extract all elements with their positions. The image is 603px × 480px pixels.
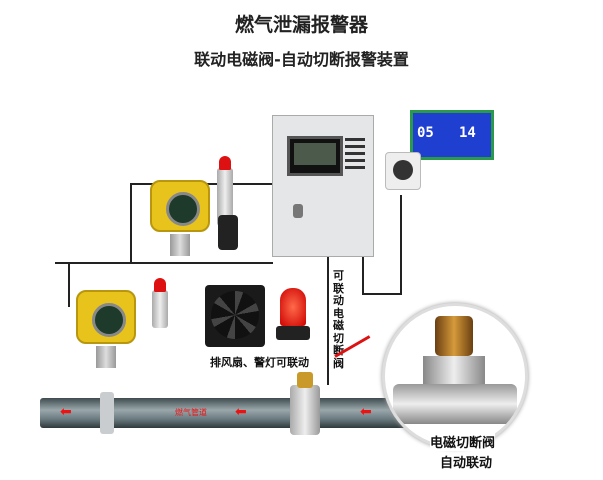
pipe-valve (100, 392, 114, 434)
sound-light-alarm (152, 278, 168, 328)
warning-light-icon (280, 288, 306, 326)
sound-light-alarm (217, 156, 233, 226)
valve-closeup (382, 303, 528, 449)
remote-control-icon (218, 215, 238, 250)
power-cable (362, 293, 402, 295)
lcd-right-value: 14 (459, 125, 476, 141)
power-cable (400, 195, 402, 295)
valve-coil (297, 372, 313, 388)
valve-caption-line2: 自动联动 (440, 456, 493, 471)
flow-arrow-icon: ⬅ (235, 404, 247, 420)
wire (130, 183, 132, 263)
fan-light-label: 排风扇、警灯可联动 (210, 356, 309, 369)
wire (68, 262, 70, 307)
subtitle: 联动电磁阀-自动切断报警装置 (194, 50, 409, 69)
key-icon (293, 204, 303, 218)
alarm-controller (272, 115, 374, 257)
title: 燃气泄漏报警器 (234, 14, 368, 36)
flow-arrow-icon: ⬅ (360, 404, 372, 420)
solenoid-valve (290, 385, 320, 435)
gas-detector (150, 180, 210, 256)
valve-caption-line1: 电磁切断阀 (430, 432, 496, 451)
lcd-left-value: 05 (417, 125, 434, 141)
wire (327, 255, 329, 385)
flow-arrow-icon: ⬅ (60, 404, 72, 420)
power-cable (362, 240, 364, 295)
gas-pipe: 燃气管道 ⬅ ⬅ ⬅ (40, 398, 430, 428)
power-socket (385, 152, 421, 190)
pipe-label: 燃气管道 (175, 408, 207, 417)
exhaust-fan-icon (205, 285, 265, 347)
wire (55, 262, 273, 264)
lcd-display: 05 14 (410, 110, 494, 160)
gas-detector (76, 290, 136, 368)
valve-link-label: 可联动电磁切断阀 (333, 269, 344, 370)
warning-light-base (276, 326, 310, 340)
